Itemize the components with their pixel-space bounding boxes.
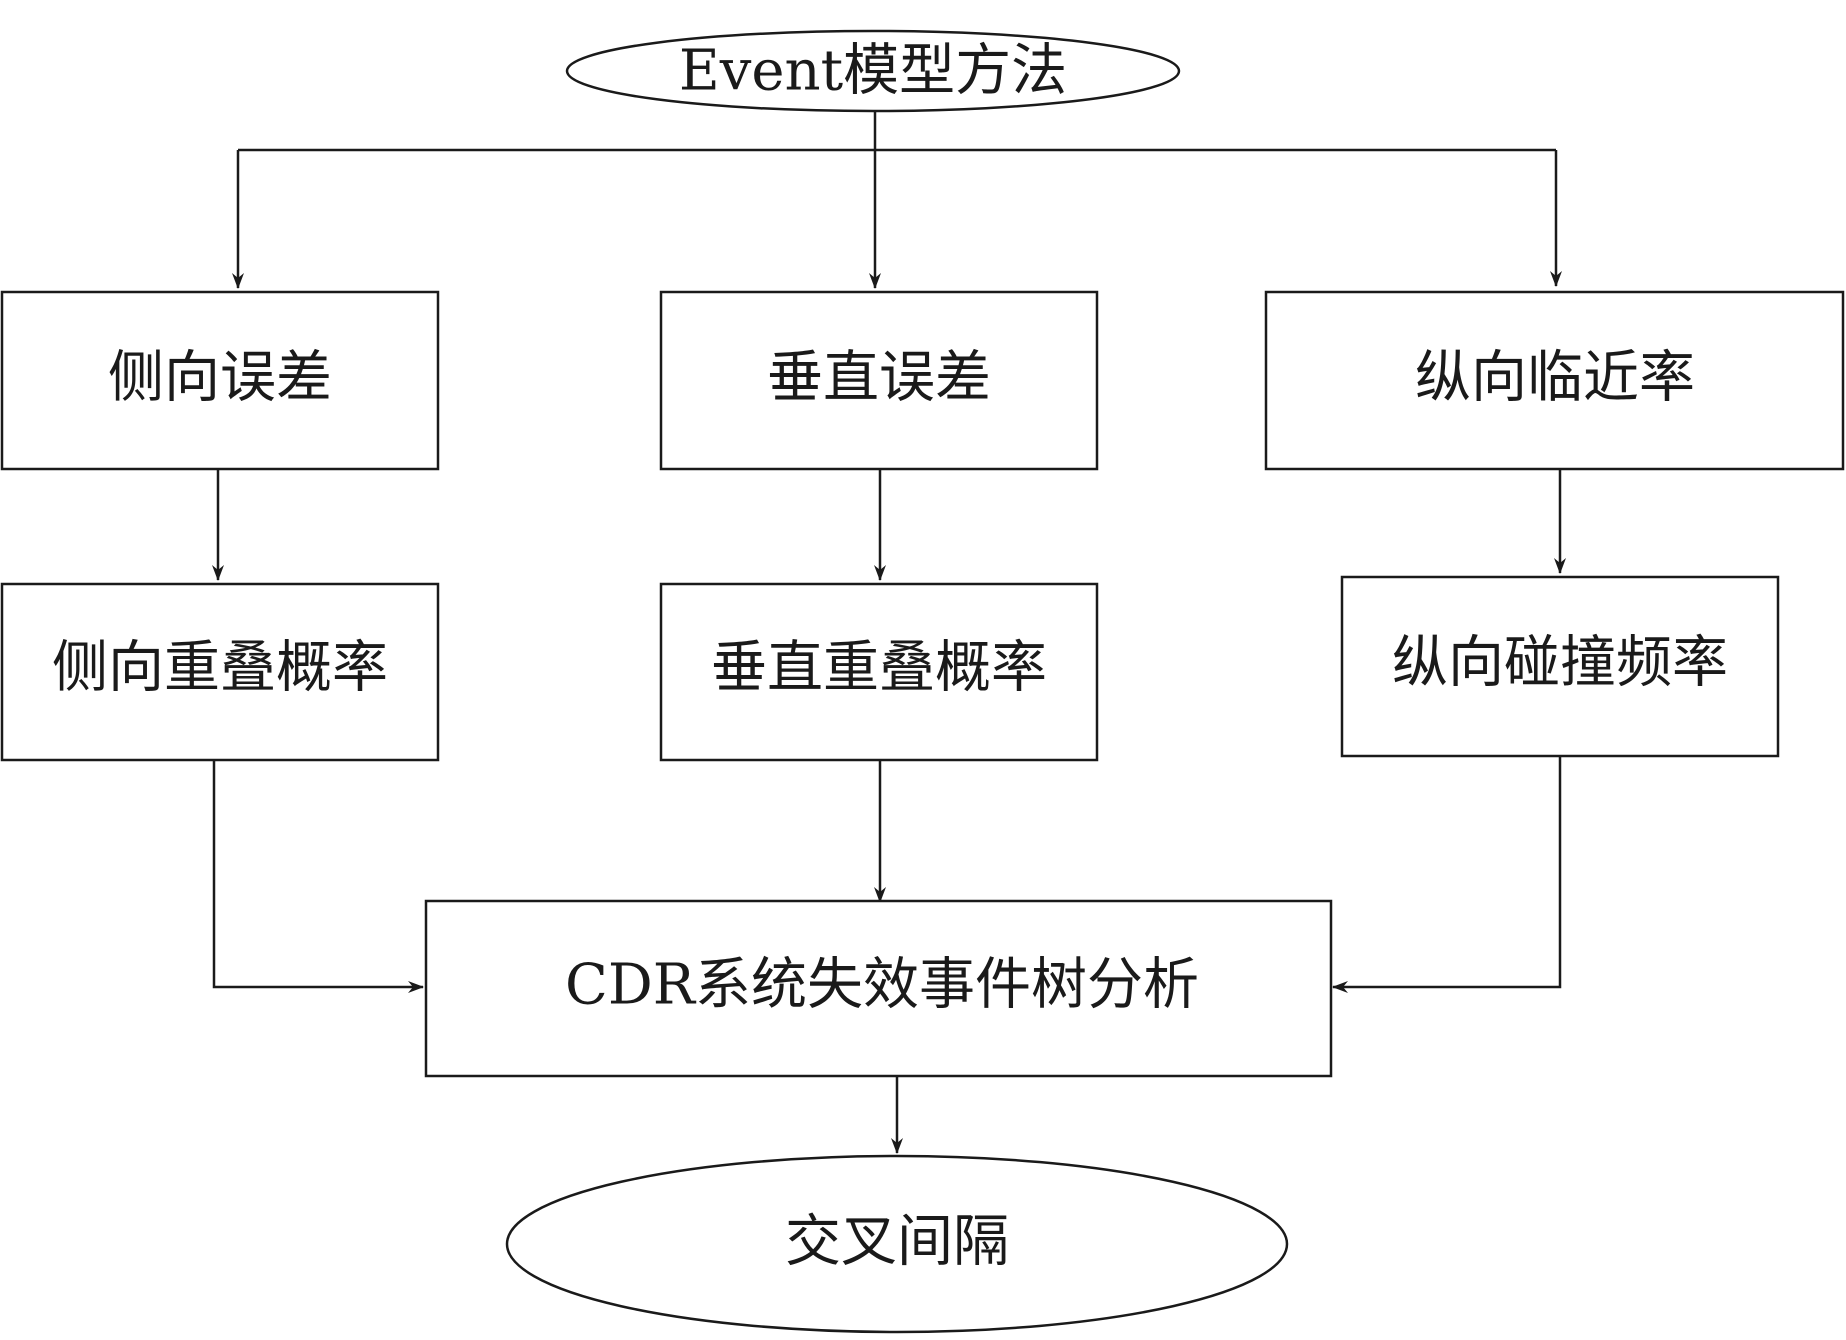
node-start-label: Event模型方法: [679, 39, 1067, 104]
node-longitudinal-proximity-label: 纵向临近率: [1415, 346, 1695, 411]
node-vertical-error-label: 垂直误差: [767, 346, 991, 411]
node-cdr-analysis: CDR系统失效事件树分析: [424, 899, 1333, 1078]
node-longitudinal-collision: 纵向碰撞频率: [1340, 575, 1780, 758]
connectors: [212, 110, 1566, 1154]
node-vertical-overlap: 垂直重叠概率: [659, 582, 1099, 762]
node-lateral-error-label: 侧向误差: [108, 346, 332, 411]
node-lateral-overlap: 侧向重叠概率: [0, 582, 440, 762]
node-longitudinal-proximity: 纵向临近率: [1264, 290, 1845, 471]
node-longitudinal-collision-label: 纵向碰撞频率: [1392, 631, 1728, 696]
node-end-label: 交叉间隔: [785, 1210, 1009, 1275]
node-lateral-error: 侧向误差: [0, 290, 440, 471]
connector-collision-to-cdr: [1332, 756, 1562, 993]
node-start: Event模型方法: [565, 29, 1181, 113]
node-cdr-analysis-label: CDR系统失效事件树分析: [565, 953, 1199, 1018]
node-vertical-error: 垂直误差: [659, 290, 1099, 471]
node-lateral-overlap-label: 侧向重叠概率: [52, 636, 388, 701]
node-vertical-overlap-label: 垂直重叠概率: [711, 636, 1047, 701]
node-end: 交叉间隔: [505, 1154, 1289, 1334]
connector-start-to-lateral-error: [238, 148, 1556, 288]
connector-lateral-overlap-to-cdr: [212, 760, 424, 993]
